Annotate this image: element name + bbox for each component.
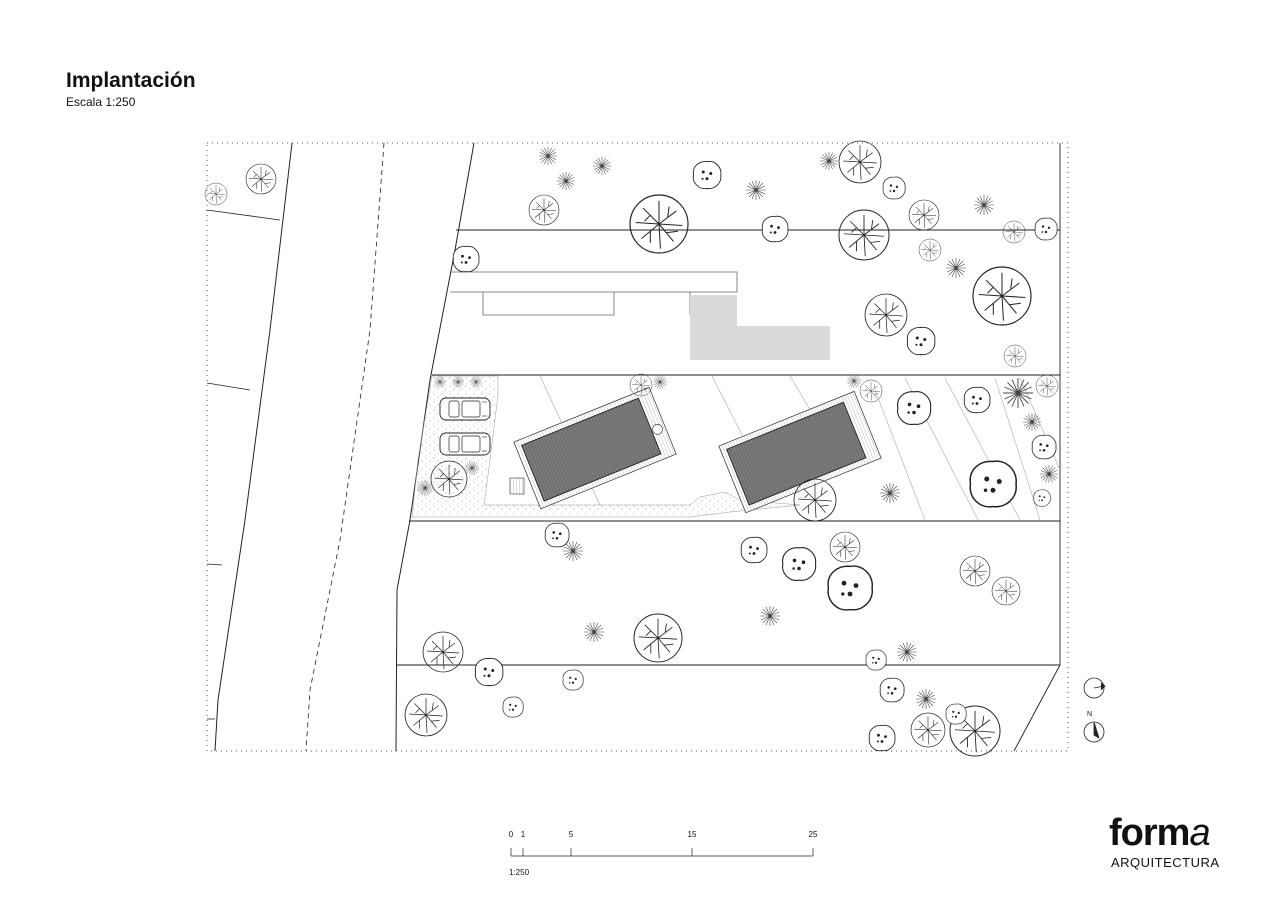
brand-name-main: form — [1109, 812, 1190, 854]
drawing-title: Implantación — [66, 69, 196, 92]
house-1-steps — [509, 477, 525, 495]
drawing-scale-subtitle: Escala 1:250 — [66, 95, 136, 109]
scale-tick-0: 0 — [508, 830, 514, 839]
car-2 — [439, 432, 491, 456]
brand-logo: forma — [1109, 812, 1211, 855]
north-arrow-icon — [1083, 721, 1105, 743]
lot-lines — [397, 143, 1061, 752]
car-1 — [439, 397, 491, 421]
house-1 — [513, 386, 677, 510]
scale-tick-1: 1 — [520, 830, 526, 839]
sun-direction-icon — [1083, 677, 1106, 699]
scale-tick-25: 25 — [808, 830, 818, 839]
scale-tick-15: 15 — [687, 830, 697, 839]
site-boundary — [206, 142, 1069, 752]
brand-name-accent: a — [1189, 812, 1210, 854]
scale-tick-5: 5 — [568, 830, 574, 839]
house-2 — [718, 390, 882, 514]
scale-bar — [510, 848, 814, 857]
left-lot-lines — [206, 209, 281, 720]
neighbour-building — [450, 271, 830, 360]
north-label: N — [1087, 711, 1093, 718]
brand-subtitle: ARQUITECTURA — [1111, 855, 1220, 870]
scale-ratio: 1:250 — [509, 868, 530, 877]
